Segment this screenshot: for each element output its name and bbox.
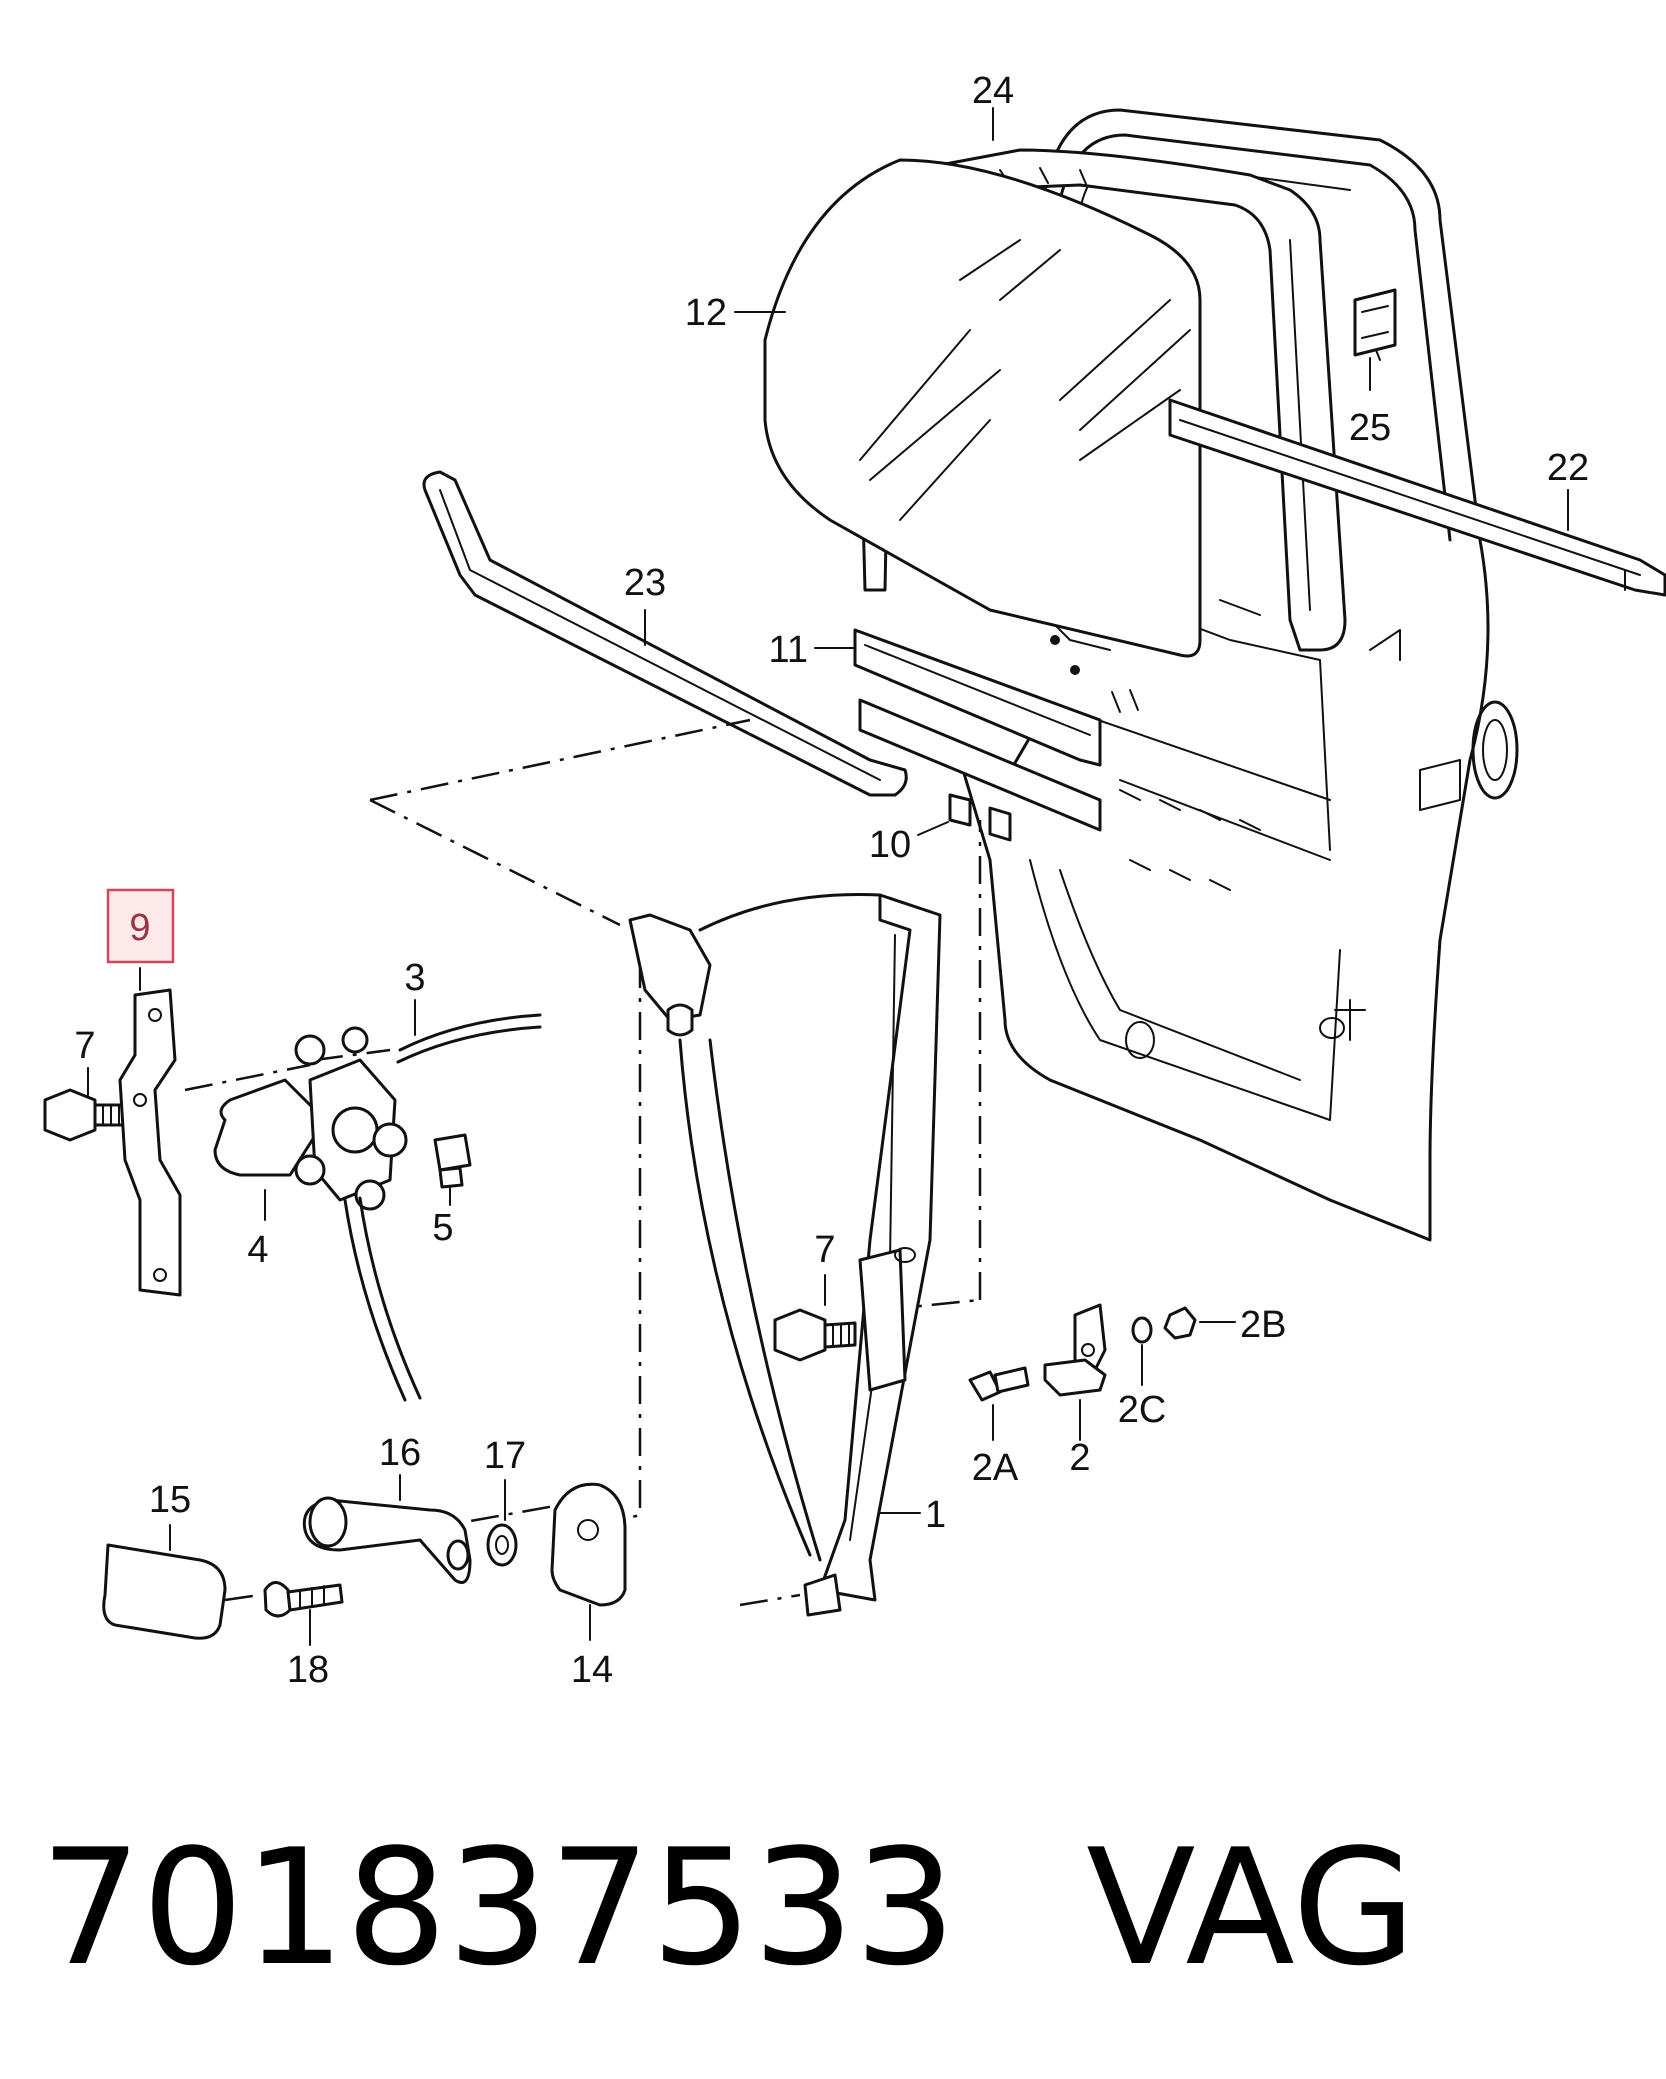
callout-1: 1 bbox=[925, 1494, 946, 1536]
part-number: 701837533 bbox=[40, 1814, 957, 2001]
part-3-cable bbox=[343, 1013, 542, 1402]
callout-2A: 2A bbox=[972, 1447, 1019, 1489]
callout-5: 5 bbox=[432, 1207, 453, 1249]
callout-2: 2 bbox=[1069, 1437, 1090, 1479]
leader-lines bbox=[87, 107, 1569, 1646]
callout-7-middle: 7 bbox=[814, 1229, 835, 1271]
callout-3: 3 bbox=[404, 957, 425, 999]
callout-25: 25 bbox=[1349, 407, 1391, 449]
part-7-bolt-middle bbox=[773, 1308, 857, 1362]
callout-10: 10 bbox=[869, 824, 911, 866]
part-18-screw bbox=[263, 1581, 344, 1618]
callout-7-left: 7 bbox=[74, 1025, 95, 1067]
part-10-lower-strip bbox=[858, 698, 1102, 842]
callout-23: 23 bbox=[624, 562, 666, 604]
callout-17: 17 bbox=[484, 1435, 526, 1477]
part-12-window-glass bbox=[763, 158, 1202, 658]
part-2A-screw bbox=[968, 1366, 1030, 1402]
part-number-footer: 701837533 VAG bbox=[40, 1808, 1640, 2008]
callout-18: 18 bbox=[287, 1649, 329, 1691]
part-5-bolt bbox=[433, 1133, 472, 1189]
callout-16: 16 bbox=[379, 1432, 421, 1474]
part-9-bracket bbox=[118, 988, 182, 1297]
part-2C-washer bbox=[1131, 1316, 1153, 1344]
part-2-stop-bracket bbox=[1043, 1303, 1107, 1397]
part-11-inner-strip bbox=[853, 628, 1102, 767]
part-22-rail bbox=[1168, 398, 1666, 597]
callout-15: 15 bbox=[149, 1479, 191, 1521]
callout-24: 24 bbox=[972, 70, 1014, 112]
part-7-bolt-left bbox=[43, 1088, 127, 1142]
callout-labels: 24 12 25 22 23 11 10 9 7 3 4 5 7 2B 2A 2… bbox=[74, 70, 1589, 1691]
exploded-parts-diagram: 24 12 25 22 23 11 10 9 7 3 4 5 7 2B 2A 2… bbox=[43, 70, 1666, 1691]
part-4-motor bbox=[213, 1026, 408, 1211]
callout-9-highlight bbox=[106, 888, 175, 964]
callout-11: 11 bbox=[769, 629, 808, 671]
brand-name: VAG bbox=[1086, 1814, 1417, 2001]
callout-14: 14 bbox=[571, 1649, 613, 1691]
callout-4: 4 bbox=[247, 1229, 268, 1271]
part-14-escutcheon bbox=[550, 1482, 627, 1607]
part-23-seal-strip bbox=[422, 470, 908, 797]
part-25-clip bbox=[1353, 288, 1397, 357]
callout-2B: 2B bbox=[1240, 1304, 1286, 1346]
part-1-window-regulator bbox=[628, 892, 942, 1617]
callout-9: 9 bbox=[129, 907, 150, 949]
callout-2C: 2C bbox=[1118, 1389, 1167, 1431]
part-16-crank-handle bbox=[302, 1496, 472, 1584]
part-15-cover-cap bbox=[102, 1543, 227, 1640]
part-2B-nut bbox=[1163, 1306, 1197, 1340]
callout-12: 12 bbox=[685, 292, 727, 334]
callout-22: 22 bbox=[1547, 447, 1589, 489]
part-17-washer bbox=[486, 1523, 518, 1567]
